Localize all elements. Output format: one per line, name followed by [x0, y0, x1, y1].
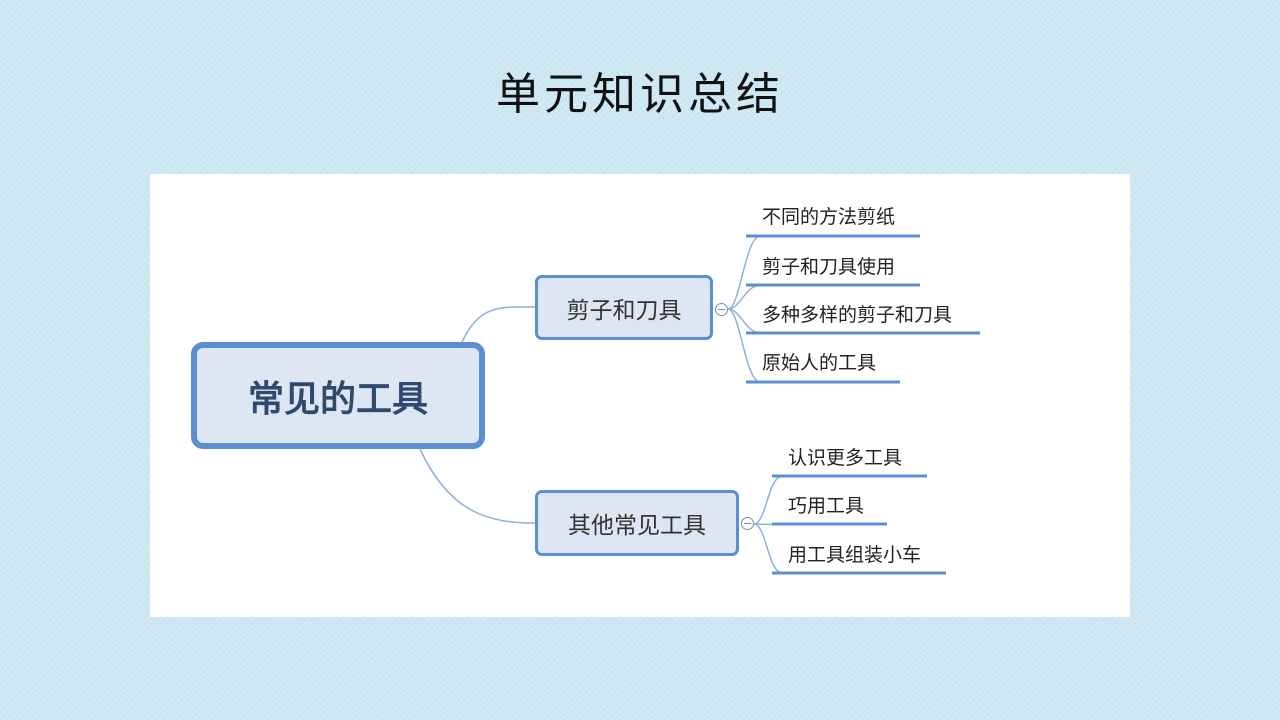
connector-branch-1-leaf-4 [727, 308, 761, 383]
connector-branch-1-leaf-1 [727, 235, 761, 310]
mindmap-leaf-node: 用工具组装小车 [788, 544, 922, 566]
connector-branch-2-leaf-3 [753, 523, 783, 574]
mindmap-canvas: 常见的工具 剪子和刀具 其他常见工具 不同的方法剪纸 剪子和刀具使用 多种多样的… [150, 174, 1130, 617]
mindmap-root-node: 常见的工具 [191, 342, 485, 449]
mindmap-leaf-node: 不同的方法剪纸 [762, 206, 896, 228]
connector-root-branch-1 [461, 306, 536, 343]
mindmap-leaf-node: 认识更多工具 [788, 447, 903, 469]
mindmap-leaf-node: 剪子和刀具使用 [762, 256, 896, 278]
mindmap-leaf-node: 原始人的工具 [762, 352, 877, 374]
mindmap-branch-node: 剪子和刀具 [535, 275, 713, 340]
mindmap-leaf-node: 巧用工具 [788, 495, 865, 517]
slide-title: 单元知识总结 [496, 69, 784, 120]
connector-lines [419, 234, 980, 575]
collapse-icon[interactable] [715, 303, 728, 316]
collapse-icon[interactable] [741, 517, 754, 530]
connector-root-branch-2 [419, 448, 536, 524]
mindmap-leaf-node: 多种多样的剪子和刀具 [762, 304, 953, 326]
mindmap-branch-node: 其他常见工具 [535, 490, 739, 556]
connector-branch-2-leaf-1 [753, 475, 783, 525]
